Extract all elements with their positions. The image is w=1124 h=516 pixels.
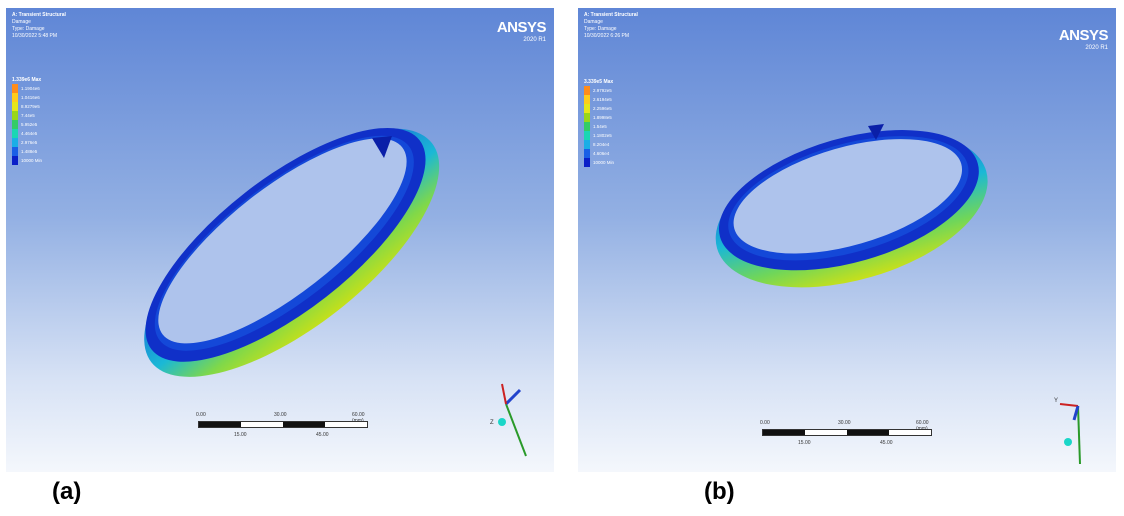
legend-row: 2.6194e5	[584, 95, 614, 104]
svg-text:Z: Z	[490, 420, 494, 426]
legend-swatch	[12, 120, 18, 129]
legend-swatch	[12, 138, 18, 147]
legend-row: 4.606e4	[584, 149, 614, 158]
legend-max-label: 3.339e5 Max	[584, 79, 614, 85]
legend-swatch	[12, 156, 18, 165]
svg-text:Y: Y	[1054, 398, 1058, 404]
legend-swatch	[12, 93, 18, 102]
legend-value: 8.204e4	[593, 142, 610, 147]
legend-swatch	[12, 147, 18, 156]
legend-value: 5.952e5	[21, 122, 38, 127]
contour-legend: 3.339e5 Max 2.9792e5 2.6194e5 2.2596e5 1.89…	[584, 78, 614, 167]
legend-swatch	[12, 111, 18, 120]
legend-value: 2.2596e5	[593, 106, 612, 111]
legend-row: 10000 Min	[584, 158, 614, 167]
legend-value: 10000 Min	[593, 160, 615, 165]
legend-swatch	[584, 122, 590, 131]
axis-triad-icon: Y	[1054, 398, 1081, 465]
legend-row: 2.2596e5	[584, 104, 614, 113]
legend-swatch	[584, 113, 590, 122]
result-type: Damage	[12, 19, 31, 25]
legend-value: 8.9279e5	[21, 104, 40, 109]
legend-row: 1.8998e5	[584, 113, 614, 122]
legend-row: 2.9792e5	[584, 86, 614, 95]
legend-swatch	[12, 129, 18, 138]
axis-triad-icon: Z	[490, 383, 527, 457]
legend-row: 1.1802e5	[584, 131, 614, 140]
figure-caption-b: (b)	[704, 478, 735, 505]
damage-ring-model	[715, 124, 988, 288]
damage-ring-model	[144, 127, 440, 377]
legend-swatch	[584, 140, 590, 149]
legend-swatch	[584, 86, 590, 95]
legend-row: 8.204e4	[584, 140, 614, 149]
legend-swatch	[584, 149, 590, 158]
legend-row: 7.44e5	[12, 111, 42, 120]
legend-value: 1.8998e5	[593, 115, 612, 120]
ansys-logo: ANSYS 2020 R1	[1058, 27, 1109, 52]
legend-value: 1.1904e6	[21, 86, 40, 91]
legend-row: 1.54e5	[584, 122, 614, 131]
scale-bar: 0.00 30.00 60.00 (mm) 15.00 45.00	[196, 412, 368, 446]
legend-max-label: 1.339e6 Max	[12, 77, 42, 83]
legend-row: 10000 Min	[12, 156, 42, 165]
legend-row: 8.9279e5	[12, 102, 42, 111]
legend-value: 2.6194e5	[593, 97, 612, 102]
legend-row: 4.464e5	[12, 129, 42, 138]
legend-value: 2.9792e5	[593, 88, 612, 93]
scale-bar: 0.00 30.00 60.00 (mm) 15.00 45.00	[760, 420, 932, 454]
legend-value: 1.1802e5	[593, 133, 612, 138]
legend-row: 1.1904e6	[12, 84, 42, 93]
legend-value: 1.488e5	[21, 149, 38, 154]
legend-row: 2.976e5	[12, 138, 42, 147]
legend-swatch	[584, 95, 590, 104]
viewport-panel-a: A: Transient Structural Damage Type: Dam…	[6, 8, 554, 472]
legend-swatch	[584, 158, 590, 167]
result-subtitle: Type: Damage	[584, 26, 617, 32]
legend-value: 7.44e5	[21, 113, 35, 118]
legend-value: 2.976e5	[21, 140, 38, 145]
figure-caption-a: (a)	[52, 478, 82, 505]
analysis-title: A: Transient Structural	[12, 12, 66, 18]
legend-swatch	[12, 102, 18, 111]
legend-row: 5.952e5	[12, 120, 42, 129]
ansys-logo: ANSYS 2020 R1	[496, 19, 547, 44]
result-time: 10/30/2022 6:26 PM	[584, 33, 630, 39]
analysis-title: A: Transient Structural	[584, 12, 638, 18]
result-subtitle: Type: Damage	[12, 26, 45, 32]
result-header: A: Transient Structural Damage Type: Dam…	[12, 12, 66, 40]
result-time: 10/30/2022 5:48 PM	[12, 33, 58, 39]
legend-value: 1.54e5	[593, 124, 607, 129]
viewport-panel-b: A: Transient Structural Damage Type: Dam…	[578, 8, 1116, 472]
legend-row: 1.488e5	[12, 147, 42, 156]
legend-swatch	[584, 104, 590, 113]
legend-swatch	[12, 84, 18, 93]
result-type: Damage	[584, 19, 603, 25]
legend-row: 1.0416e6	[12, 93, 42, 102]
legend-value: 1.0416e6	[21, 95, 40, 100]
legend-value: 4.464e5	[21, 131, 38, 136]
contour-legend: 1.339e6 Max 1.1904e6 1.0416e6 8.9279e5 7.44…	[12, 76, 42, 165]
legend-value: 10000 Min	[21, 158, 43, 163]
legend-swatch	[584, 131, 590, 140]
legend-value: 4.606e4	[593, 151, 610, 156]
result-header: A: Transient Structural Damage Type: Dam…	[584, 12, 638, 40]
